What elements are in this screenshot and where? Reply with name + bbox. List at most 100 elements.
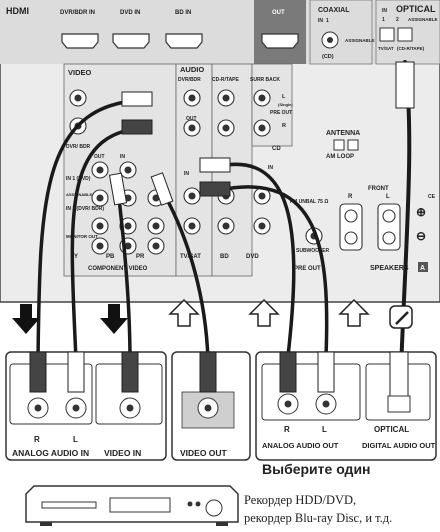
rca-jack	[119, 397, 141, 419]
optical-panel-label: OPTICAL	[374, 425, 409, 434]
rca-jack	[69, 89, 87, 107]
plug-white	[199, 157, 231, 173]
pen-icon	[389, 305, 413, 329]
plug-yellow	[150, 172, 174, 206]
hdmi-label: HDMI	[6, 6, 29, 16]
analog-audio-out-label: ANALOG AUDIO OUT	[262, 441, 339, 450]
panel-out-r-label: R	[284, 425, 290, 434]
optical-in-label: IN	[382, 8, 387, 14]
plug-yellow	[108, 172, 128, 206]
panel-recorder-inputs: R L ANALOG AUDIO IN VIDEO IN	[5, 351, 167, 461]
video-section-label: VIDEO	[68, 68, 92, 77]
rca-jack	[183, 119, 201, 137]
rca-jack	[183, 187, 201, 205]
dvd-label: DVD	[246, 254, 259, 260]
audio-section-label: AUDIO	[180, 65, 204, 74]
single-label: (Single)	[278, 102, 293, 107]
cdr-tape-label: CD-R/TAPE	[212, 77, 240, 83]
component-video-label: COMPONENT VIDEO	[88, 266, 148, 272]
cable-analog-audio-out-l	[218, 185, 329, 358]
cable-analog-audio-out-r	[218, 162, 296, 358]
hdmi-in-bd-label: BD IN	[175, 10, 191, 16]
optical-plug	[395, 61, 415, 109]
rca-jack	[253, 119, 271, 137]
optical-num1: 1	[382, 17, 385, 23]
front-r-label: R	[348, 194, 353, 200]
hdmi-port-bd	[165, 33, 203, 49]
ce-label: CE	[428, 194, 436, 200]
pre-out-l-label: L	[282, 94, 286, 100]
coaxial-in-num: 1	[326, 18, 329, 24]
analog-audio-in-label: ANALOG AUDIO IN	[12, 448, 89, 458]
plug-white-upright	[67, 351, 85, 393]
plug-red	[199, 181, 231, 197]
rca-jack	[91, 237, 109, 255]
antenna-terminal-2	[347, 139, 359, 151]
hdmi-out-label: OUT	[272, 10, 285, 16]
rca-jack	[27, 397, 49, 419]
cable-analog-audio-in-r	[36, 98, 152, 362]
plug-yellow-upright	[121, 351, 139, 393]
speakers-a-label: A	[420, 265, 425, 272]
rca-jack	[147, 237, 165, 255]
antenna-terminal-1	[333, 139, 345, 151]
rca-jack	[183, 217, 201, 235]
plus-symbol: ⊕	[416, 205, 426, 219]
recorder-device	[25, 485, 239, 526]
front-label: FRONT	[368, 186, 389, 192]
hdmi-out-block	[254, 0, 306, 64]
arrows	[12, 298, 370, 334]
optical-cdr-label: (CD-R/TAPE)	[397, 46, 425, 51]
optical-num2: 2	[396, 17, 399, 23]
rca-jack	[217, 119, 235, 137]
audio-in-label: IN	[184, 171, 189, 177]
panel-r-label: R	[34, 435, 40, 444]
rca-jack	[217, 217, 235, 235]
component-y-label: Y	[74, 254, 78, 260]
rca-jack	[91, 217, 109, 235]
hdmi-port-dvrbdr	[61, 33, 99, 49]
panel-audio-outputs: R L OPTICAL ANALOG AUDIO OUT DIGITAL AUD…	[255, 351, 437, 461]
cable-video-out	[160, 188, 210, 362]
digital-audio-out-label: DIGITAL AUDIO OUT	[362, 441, 436, 450]
monitor-out-label: MONITOR OUT	[66, 234, 98, 239]
video-out-label: VIDEO OUT	[180, 448, 228, 458]
arrow-down-icon	[12, 304, 40, 334]
antenna-label: ANTENNA	[326, 130, 360, 137]
arrow-up-icon	[248, 298, 280, 327]
minus-symbol: ⊖	[416, 229, 426, 243]
rca-jack	[119, 161, 137, 179]
receiver-rear-panel: HDMI DVR/BDR IN DVD IN BD IN OUT COAXIAL…	[0, 0, 440, 303]
coaxial-assignable-label: ASSIGNABLE	[345, 38, 375, 43]
front-l-label: L	[386, 194, 390, 200]
component-pb-label: PB	[106, 254, 115, 260]
optical-plug-upright	[389, 351, 409, 397]
fm-label: FM UNBAL 75 Ω	[290, 199, 328, 205]
rca-jack	[91, 189, 109, 207]
speakers-label: SPEAKERS	[370, 265, 409, 272]
optical-jack-1	[379, 27, 395, 42]
rca-jack	[197, 397, 219, 419]
component-assignable-label: ASSIGNABLE	[66, 192, 93, 197]
rca-jack	[65, 397, 87, 419]
surr-back-label: SURR BACK	[250, 77, 280, 83]
plug-white	[121, 91, 153, 107]
optical-jack	[387, 395, 411, 413]
caption-line-2: рекордер Blu-ray Disc, и т.д.	[244, 511, 392, 525]
component-pr-label: PR	[136, 254, 145, 260]
bd-label: BD	[220, 254, 229, 260]
optical-tvsat-label: TV/SAT	[378, 46, 394, 51]
rca-jack	[315, 393, 337, 415]
pre-out-bottom-label: PRE OUT	[294, 266, 321, 272]
cable-video-in	[116, 188, 132, 362]
pre-out-label: PRE OUT	[270, 110, 292, 116]
rca-jack	[147, 217, 165, 235]
dvrbdr-out-label: OUT	[94, 154, 105, 160]
audio-dvrbdr-label: DVR/BDR	[178, 77, 201, 83]
arrow-down-icon	[100, 304, 128, 334]
subwoofer-label: SUBWOOFER	[296, 248, 329, 254]
rca-jack	[217, 89, 235, 107]
panel-l-label: L	[73, 435, 78, 444]
rca-jack	[183, 89, 201, 107]
